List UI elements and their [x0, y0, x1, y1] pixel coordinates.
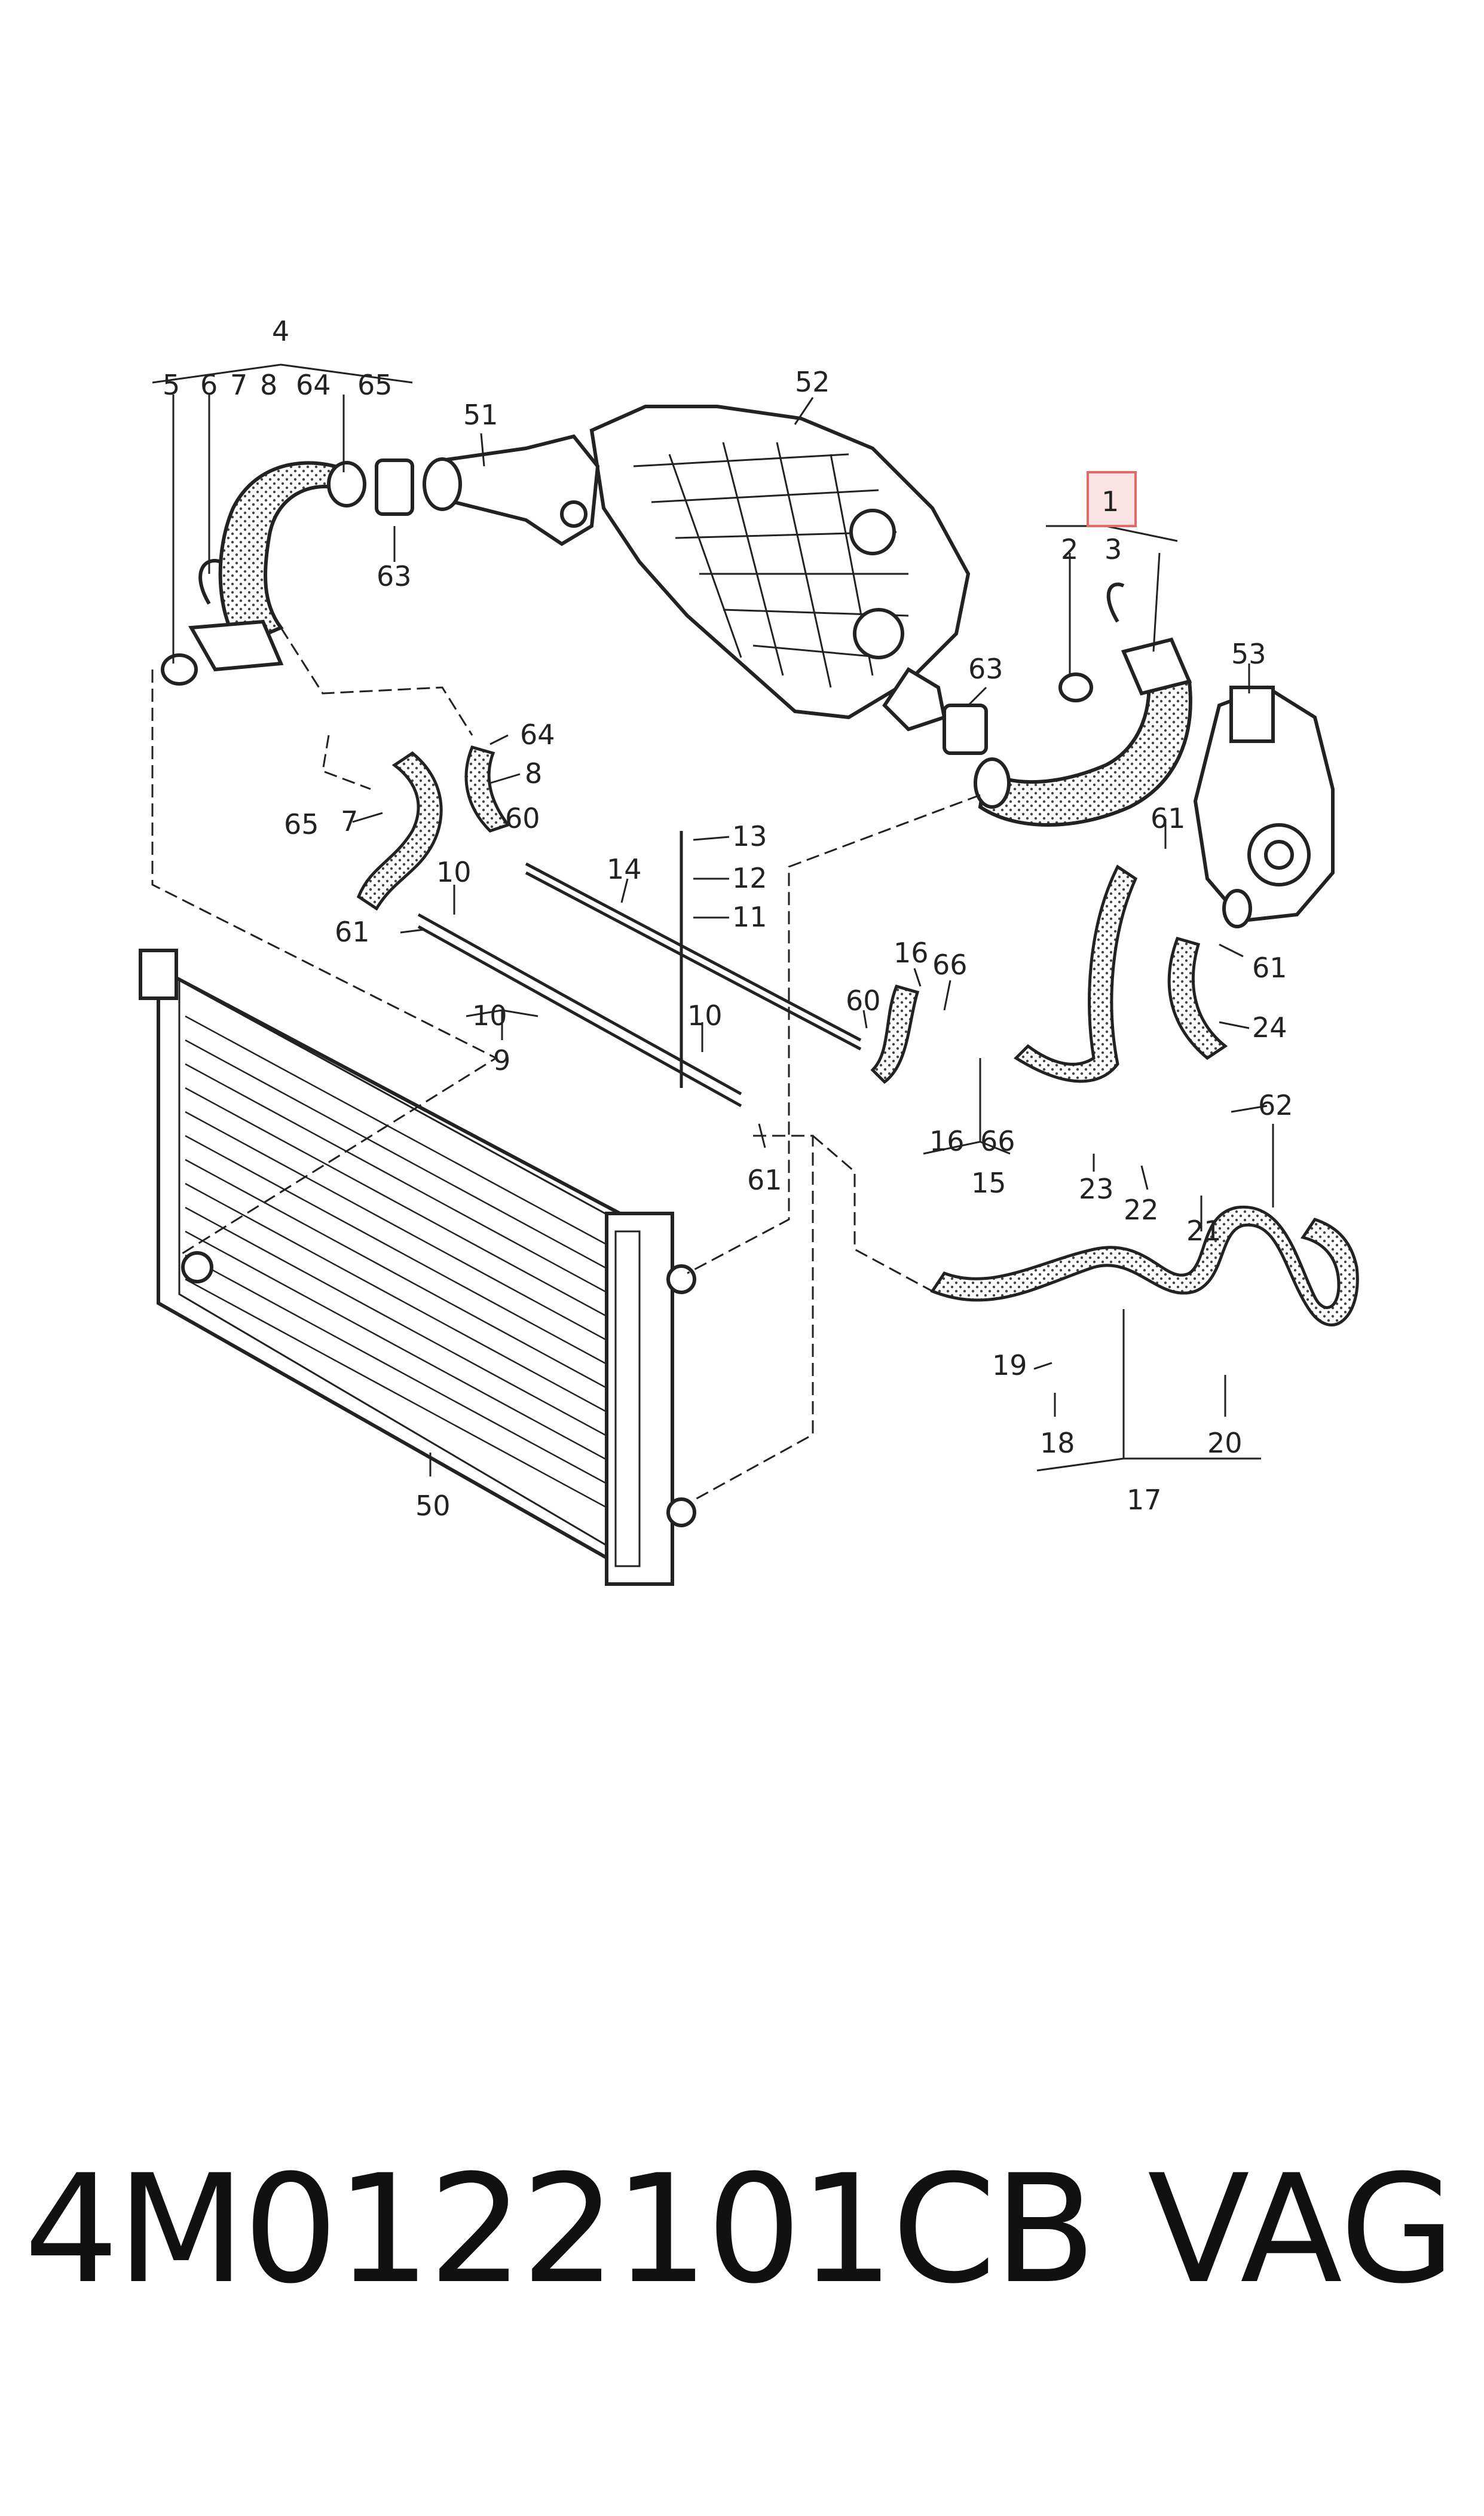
callout-66: 66 — [932, 949, 968, 981]
callout-60: 60 — [505, 802, 540, 834]
callout-1: 1 — [1101, 485, 1119, 518]
small-hoses — [356, 745, 1359, 1326]
callout-61: 61 — [1252, 952, 1287, 984]
callout-51: 51 — [463, 399, 498, 431]
callout-5: 5 — [163, 369, 180, 401]
callout-3: 3 — [1104, 533, 1122, 565]
dashed-connections — [151, 627, 981, 1502]
callout-50: 50 — [415, 1490, 451, 1522]
leader-lines — [152, 363, 1274, 1476]
callout-65: 65 — [357, 369, 393, 401]
callout-21: 21 — [1186, 1215, 1222, 1247]
callout-53: 53 — [1231, 638, 1266, 670]
callout-9: 9 — [493, 1044, 510, 1077]
callout-2: 2 — [1061, 533, 1078, 565]
rods-and-pipes — [417, 831, 862, 1108]
brand-name: VAG — [1148, 2142, 1456, 2316]
callout-16: 16 — [929, 1125, 965, 1157]
callout-10: 10 — [687, 999, 723, 1032]
callout-63: 63 — [377, 560, 412, 592]
callout-6: 6 — [200, 369, 218, 401]
callout-60: 60 — [846, 985, 881, 1017]
callout-61: 61 — [335, 916, 370, 948]
callout-61: 61 — [1151, 802, 1186, 834]
callout-66: 66 — [980, 1125, 1015, 1157]
callout-13: 13 — [732, 820, 767, 852]
callout-labels: 4 5 6 7 8 64 65 51 52 63 63 1 2 3 53 64 … — [163, 315, 1293, 1522]
callout-14: 14 — [607, 853, 642, 885]
callout-61: 61 — [747, 1164, 782, 1196]
callout-7: 7 — [230, 369, 247, 401]
callout-52: 52 — [795, 366, 830, 398]
callout-20: 20 — [1207, 1427, 1243, 1459]
callout-19: 19 — [992, 1349, 1027, 1381]
radiator — [139, 949, 696, 1586]
callout-22: 22 — [1124, 1194, 1159, 1226]
callout-10: 10 — [436, 856, 472, 888]
footer: 4M0122101CB VAG — [24, 2140, 1458, 2319]
callout-8: 8 — [260, 369, 277, 401]
auxiliary-water-pump — [1193, 685, 1335, 928]
callout-11: 11 — [732, 901, 767, 933]
callout-4: 4 — [272, 315, 289, 347]
callout-8: 8 — [525, 757, 542, 790]
callout-65: 65 — [284, 808, 319, 840]
callout-16: 16 — [894, 937, 929, 969]
callout-18: 18 — [1040, 1427, 1075, 1459]
callout-23: 23 — [1079, 1173, 1114, 1205]
highlight-box-part-1 — [1087, 471, 1137, 527]
callout-15: 15 — [971, 1167, 1006, 1199]
callout-64: 64 — [296, 369, 331, 401]
part-number: 4M0122101CB — [24, 2142, 1096, 2316]
hose-main — [943, 582, 1192, 827]
callout-62: 62 — [1258, 1089, 1293, 1121]
callout-7: 7 — [341, 805, 358, 837]
callout-17: 17 — [1127, 1484, 1162, 1516]
callout-10: 10 — [472, 999, 507, 1032]
hose-upper-left — [161, 458, 414, 686]
callout-64: 64 — [520, 719, 555, 751]
callout-24: 24 — [1252, 1011, 1287, 1044]
callout-12: 12 — [732, 862, 767, 894]
coolant-flange — [423, 434, 600, 546]
thermostat-housing — [589, 405, 971, 732]
callout-63: 63 — [968, 653, 1003, 685]
